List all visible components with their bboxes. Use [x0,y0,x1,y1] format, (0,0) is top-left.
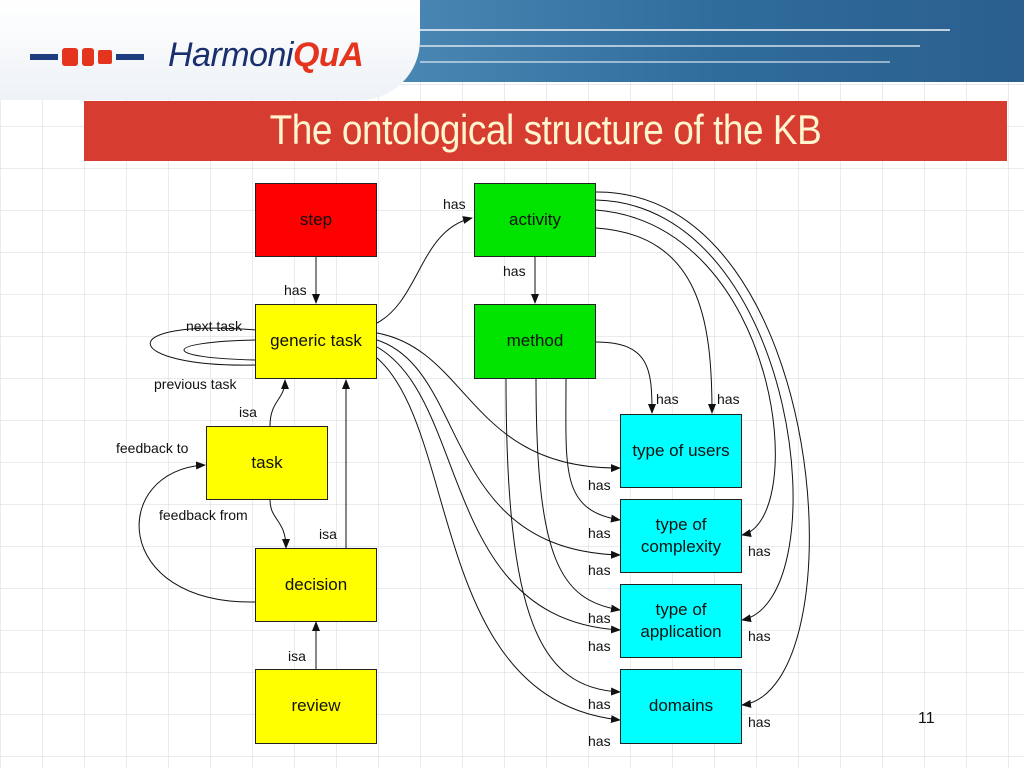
edge-next-previous-inner [183,339,257,361]
label-has-5: has [588,638,611,654]
label-has-1: has [588,477,611,493]
label-has-4: has [588,610,611,626]
logo-accent-text: QuA [292,36,364,74]
node-task: task [206,426,328,500]
label-has-users-right: has [717,391,740,407]
title-band [84,101,1007,161]
label-has-complexity: has [748,543,771,559]
label-has-7: has [588,733,611,749]
edge-method-application [535,377,621,613]
edge-activity-domains [595,191,810,708]
edge-decision-feedback [138,461,257,603]
edge-activity-users [595,227,716,414]
node-type-of-users: type of users [620,414,742,488]
edge-task-decision [269,499,290,549]
edge-method-users [595,341,656,414]
node-domains: domains [620,669,742,744]
label-feedback-from: feedback from [159,507,248,523]
label-isa-decision: isa [319,526,337,542]
edge-generic-domains [376,357,621,724]
label-has-activity: has [443,196,466,212]
edge-activity-application [595,199,794,623]
node-step: step [255,183,377,257]
label-feedback-to: feedback to [116,440,189,456]
label-has-6: has [588,696,611,712]
label-isa-review: isa [288,648,306,664]
logo-mark [30,48,144,66]
node-review: review [255,669,377,744]
label-isa-task: isa [239,404,257,420]
edge-method-domains [505,377,621,696]
label-has-step: has [284,282,307,298]
node-type-of-application: type of application [620,584,742,658]
label-has-application: has [748,628,771,644]
label-previous-task: previous task [154,376,237,392]
label-next-task: next task [186,318,243,334]
logo-main-text: Harmoni [168,36,293,74]
node-decision: decision [255,548,377,622]
label-has-method: has [503,263,526,279]
edge-method-complexity [565,377,621,523]
node-generic-task: generic task [255,304,377,379]
label-has-3: has [588,562,611,578]
edge-generic-activity [376,216,473,324]
edge-generic-application [376,346,621,634]
label-has-2: has [588,525,611,541]
label-has-domains: has [748,714,771,730]
edge-activity-complexity [595,209,776,537]
edge-task-generic [269,379,289,427]
node-method: method [474,304,596,379]
node-activity: activity [474,183,596,257]
edge-generic-complexity [376,339,621,559]
label-has-users-left: has [656,391,679,407]
edge-next-previous-loop [149,327,257,366]
logo-wordmark: HarmoniQuA [168,36,364,75]
header-stripes [420,29,950,63]
page-title: The ontological structure of the KB [269,106,822,153]
node-type-of-complexity: type of complexity [620,499,742,573]
page-number: 11 [918,710,935,727]
